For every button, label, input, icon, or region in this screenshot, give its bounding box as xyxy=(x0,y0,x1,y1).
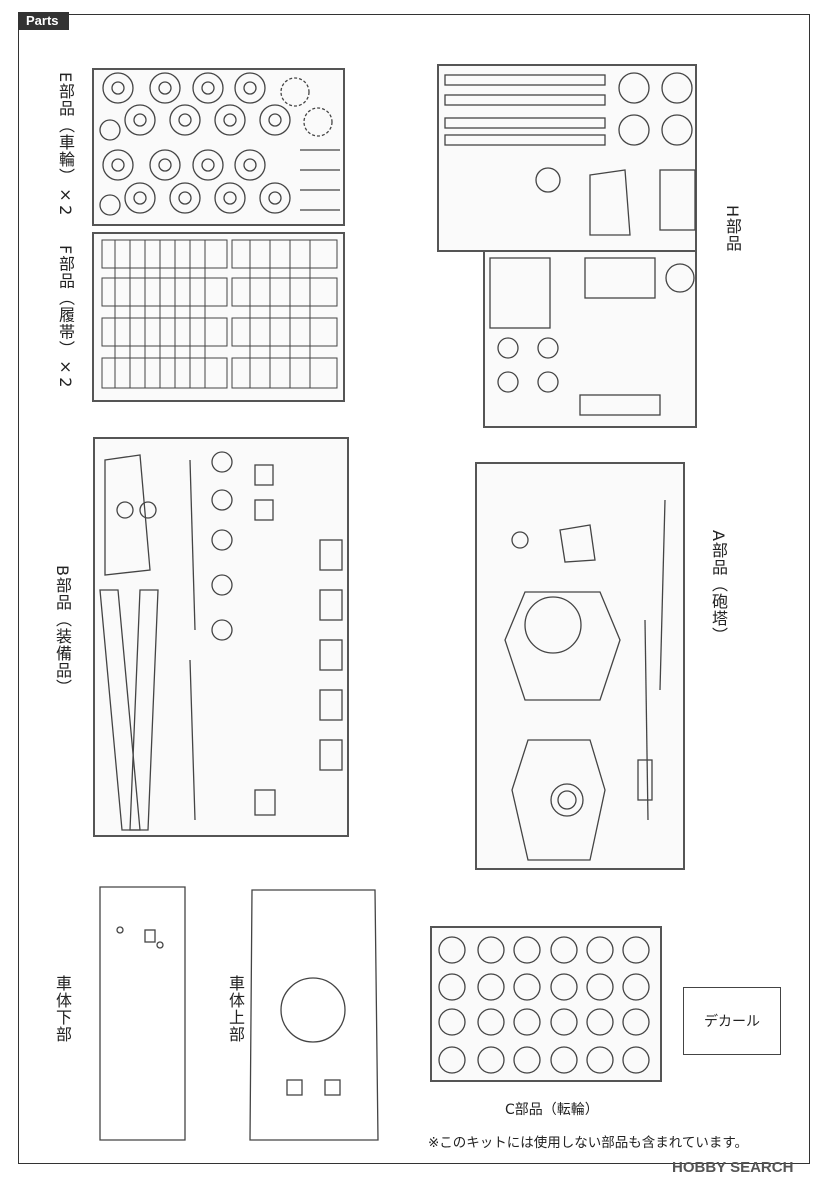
watermark: HOBBY SEARCH xyxy=(672,1159,794,1176)
sprue-b-parts xyxy=(99,451,343,831)
label-lower-hull: 車体下部 xyxy=(53,975,72,1043)
footnote: ※このキットには使用しない部品も含まれています。 xyxy=(428,1135,749,1151)
sprue-h-lower xyxy=(483,250,697,428)
decal-box: デカール xyxy=(683,987,781,1055)
label-sprue-c: C部品（転輪） xyxy=(505,1102,599,1118)
page-frame xyxy=(18,14,810,1164)
sprue-e-wheels xyxy=(99,72,340,216)
label-sprue-a: A部品（砲塔） xyxy=(709,530,728,644)
sprue-a-parts xyxy=(504,499,666,861)
sprue-f xyxy=(92,232,345,402)
sprue-c-wheels xyxy=(438,936,650,1074)
lower-hull-outline xyxy=(99,886,186,1141)
sprue-b xyxy=(93,437,349,837)
label-upper-hull: 車体上部 xyxy=(226,975,245,1043)
label-sprue-e: E部品（車輪）×2 xyxy=(56,72,75,217)
label-sprue-f: F部品（履帯）×2 xyxy=(56,245,75,389)
label-sprue-h: H部品 xyxy=(723,205,742,253)
sprue-a xyxy=(475,462,685,870)
label-sprue-b: B部品（装備品） xyxy=(53,565,72,696)
sprue-h-parts xyxy=(444,72,696,416)
upper-hull-outline xyxy=(249,889,379,1141)
parts-tag: Parts xyxy=(18,12,69,30)
sprue-f-tracks xyxy=(101,239,338,389)
